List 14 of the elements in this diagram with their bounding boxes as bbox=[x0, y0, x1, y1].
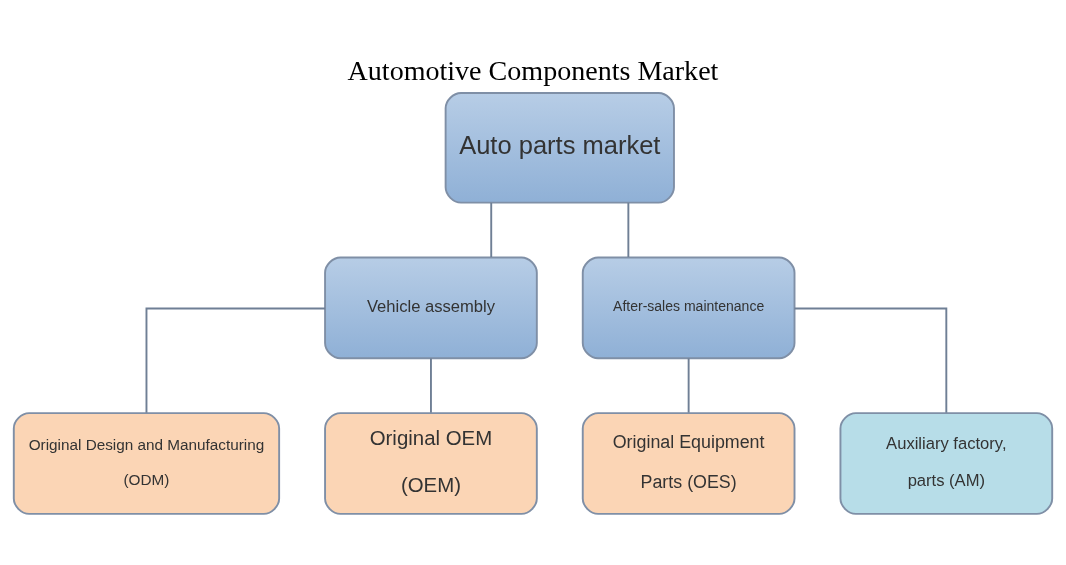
connector bbox=[490, 201, 493, 258]
node-box: Original Design and Manufacturing (ODM) bbox=[12, 411, 281, 515]
connector bbox=[793, 307, 948, 414]
connector bbox=[430, 356, 432, 414]
connector bbox=[627, 201, 630, 258]
node-box: After-sales maintenance bbox=[581, 256, 796, 359]
node-box: Auto parts market bbox=[444, 91, 675, 204]
node-box: Original OEM (OEM) bbox=[324, 411, 538, 515]
node-box: Vehicle assembly bbox=[324, 256, 538, 359]
connector bbox=[145, 307, 326, 414]
connector bbox=[687, 356, 690, 414]
diagram-title: Automotive Components Market bbox=[347, 54, 719, 86]
node-box: Auxiliary factory, parts (AM) bbox=[839, 411, 1054, 515]
node-box: Original Equipment Parts (OES) bbox=[581, 411, 796, 515]
